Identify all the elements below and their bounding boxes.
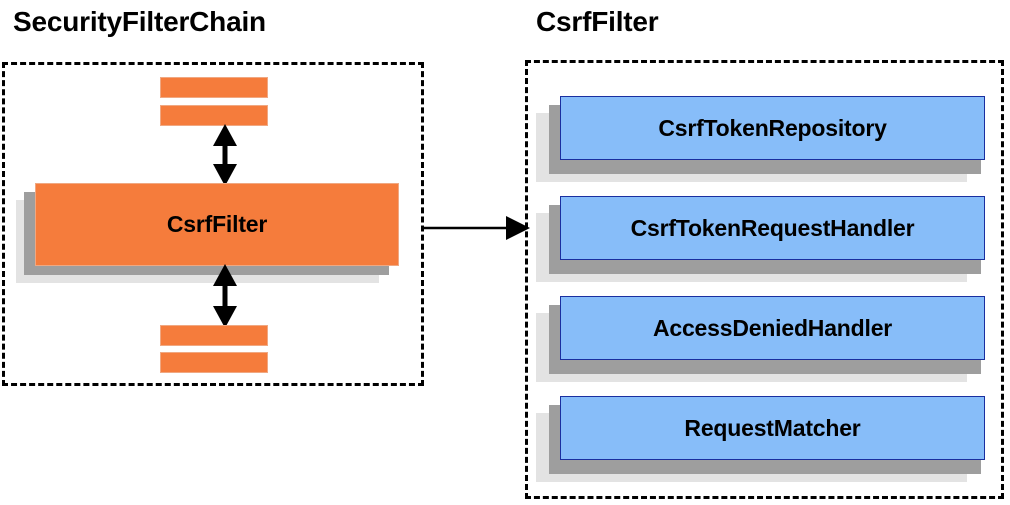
- filter-bar-below-1: [160, 325, 268, 346]
- csrf-filter-collaborators-panel: [525, 60, 1004, 499]
- node-face: AccessDeniedHandler: [560, 296, 985, 360]
- node-face: CsrfTokenRepository: [560, 96, 985, 160]
- page-title-csrf-filter: CsrfFilter: [536, 6, 659, 37]
- bidirectional-arrow-above-icon: [213, 124, 237, 186]
- node-face: CsrfFilter: [35, 183, 399, 266]
- collaborator-node-access-denied-handler[interactable]: AccessDeniedHandler: [536, 296, 985, 382]
- security-filter-chain-panel: [2, 62, 424, 386]
- page-title-security-filter-chain: SecurityFilterChain: [13, 6, 266, 37]
- collaborator-label: CsrfTokenRequestHandler: [630, 214, 915, 241]
- filter-bar-below-2: [160, 352, 268, 373]
- bidirectional-arrow-below-icon: [213, 264, 237, 328]
- filter-bar-above-1: [160, 77, 268, 98]
- collaborator-label: AccessDeniedHandler: [652, 314, 893, 341]
- collaborator-node-csrf-token-request-handler[interactable]: CsrfTokenRequestHandler: [536, 196, 985, 282]
- collaborator-label: CsrfTokenRepository: [658, 114, 887, 141]
- csrf-filter-node-label: CsrfFilter: [166, 211, 268, 237]
- filter-bar-above-2: [160, 105, 268, 126]
- node-face: CsrfTokenRequestHandler: [560, 196, 985, 260]
- collaborator-label: RequestMatcher: [684, 414, 861, 441]
- collaborator-node-request-matcher[interactable]: RequestMatcher: [536, 396, 985, 482]
- expansion-arrow-icon: [422, 216, 530, 240]
- csrf-filter-node[interactable]: CsrfFilter: [16, 183, 399, 283]
- collaborator-node-csrf-token-repository[interactable]: CsrfTokenRepository: [536, 96, 985, 182]
- node-face: RequestMatcher: [560, 396, 985, 460]
